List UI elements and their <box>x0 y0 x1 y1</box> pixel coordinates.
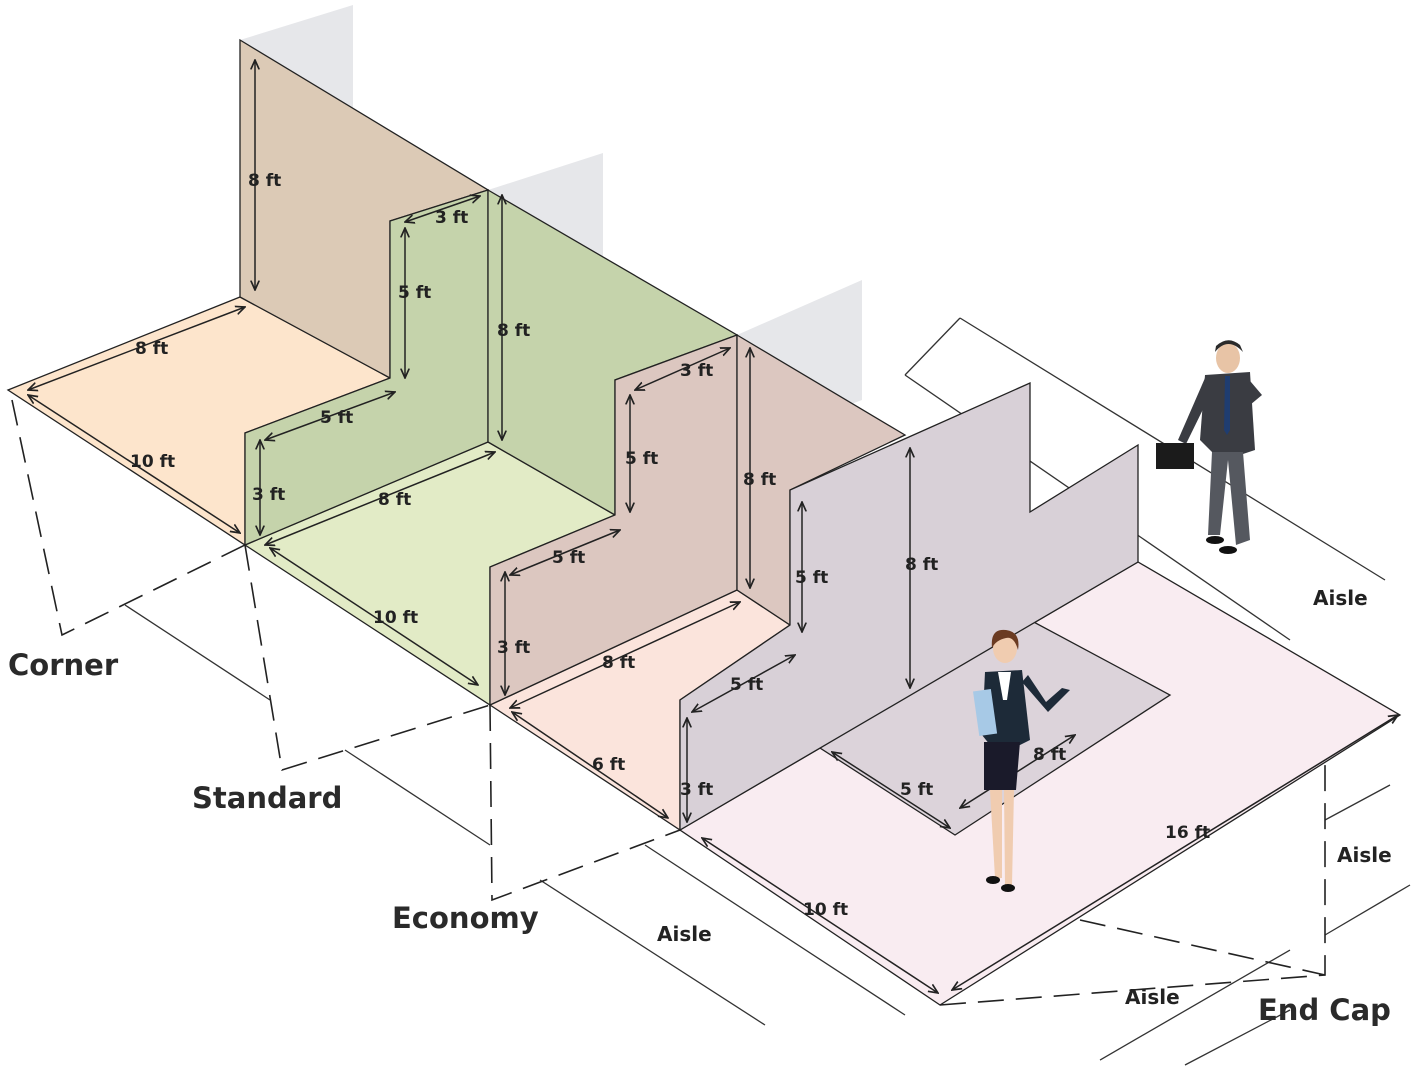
dim-corner-width: 10 ft <box>130 452 175 472</box>
dim-endcap-wall-height: 8 ft <box>905 555 938 575</box>
dim-endcap-island-width: 5 ft <box>900 780 933 800</box>
dim-standard-wall-height: 8 ft <box>497 321 530 341</box>
dim-standard-low-depth: 5 ft <box>552 548 585 568</box>
dim-economy-width: 6 ft <box>592 755 625 775</box>
label-end-cap: End Cap <box>1258 993 1391 1027</box>
dim-standard-low-height: 3 ft <box>497 638 530 658</box>
dim-corner-step-depth: 3 ft <box>435 208 468 228</box>
folder-icon <box>973 688 998 737</box>
dim-corner-depth: 8 ft <box>135 339 168 359</box>
dim-economy-low-height: 3 ft <box>680 780 713 800</box>
aisle-label-back: Aisle <box>1313 586 1368 610</box>
dim-corner-wall-height: 8 ft <box>248 171 281 191</box>
aisle-label-bottom: Aisle <box>1125 985 1180 1009</box>
aisle-labels: Aisle Aisle Aisle Aisle <box>657 586 1392 1009</box>
briefcase-icon <box>1156 443 1194 469</box>
aisle-label-front: Aisle <box>657 922 712 946</box>
dim-standard-step-depth: 3 ft <box>680 361 713 381</box>
label-economy: Economy <box>392 901 539 935</box>
businessman-figure <box>1156 340 1262 554</box>
dim-economy-low-depth: 5 ft <box>730 675 763 695</box>
dim-endcap-width: 10 ft <box>803 900 848 920</box>
dim-corner-step-height: 5 ft <box>398 283 431 303</box>
booth-type-labels: Corner Standard Economy End Cap <box>8 648 1391 1027</box>
dim-corner-low-height: 3 ft <box>252 485 285 505</box>
dim-economy-wall-height: 8 ft <box>743 470 776 490</box>
dim-standard-width: 10 ft <box>373 608 418 628</box>
dim-standard-step-height: 5 ft <box>625 449 658 469</box>
dim-economy-depth: 8 ft <box>602 653 635 673</box>
aisle-label-right: Aisle <box>1337 843 1392 867</box>
dim-endcap-depth: 16 ft <box>1165 823 1210 843</box>
dim-standard-depth: 8 ft <box>378 490 411 510</box>
label-corner: Corner <box>8 648 119 682</box>
label-standard: Standard <box>192 781 342 815</box>
dimension-labels: 8 ft 8 ft 10 ft 3 ft 5 ft 5 ft 3 ft 8 ft… <box>130 171 1210 920</box>
dim-endcap-step-height: 5 ft <box>795 568 828 588</box>
businesswoman-figure <box>973 629 1070 892</box>
dim-corner-low-depth: 5 ft <box>320 408 353 428</box>
dim-endcap-island-depth: 8 ft <box>1033 745 1066 765</box>
